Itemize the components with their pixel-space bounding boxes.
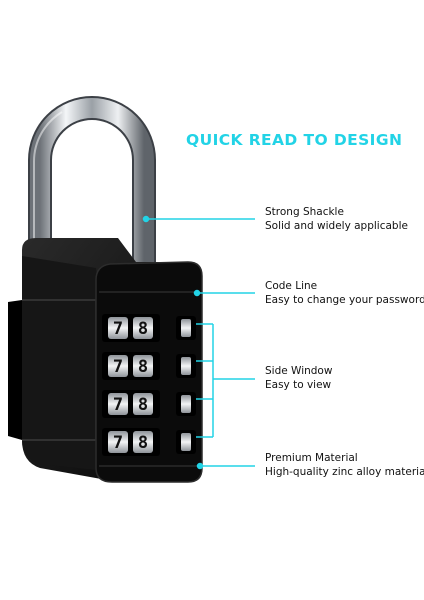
headline: QUICK READ TO DESIGN bbox=[186, 131, 403, 149]
feature-code-line: Code Line Easy to change your password bbox=[265, 279, 424, 307]
feature-subtitle: Solid and widely applicable bbox=[265, 220, 408, 232]
callout-lines bbox=[142, 215, 255, 470]
feature-premium-material: Premium Material High-quality zinc alloy… bbox=[265, 451, 424, 479]
dial-3-left-digit: 7 bbox=[113, 395, 123, 415]
dial-2-left-digit: 7 bbox=[113, 357, 123, 377]
feature-title: Premium Material bbox=[265, 452, 358, 464]
feature-title: Side Window bbox=[265, 365, 333, 377]
dial-2-right-digit: 8 bbox=[138, 357, 148, 377]
dial-windows bbox=[102, 314, 196, 456]
dial-1-left-digit: 7 bbox=[113, 319, 123, 339]
feature-subtitle: Easy to view bbox=[265, 379, 332, 391]
feature-strong-shackle: Strong Shackle Solid and widely applicab… bbox=[265, 205, 408, 233]
dial-4-right-digit: 8 bbox=[138, 433, 148, 453]
feature-title: Strong Shackle bbox=[265, 206, 344, 218]
dial-3-right-digit: 8 bbox=[138, 395, 148, 415]
feature-title: Code Line bbox=[265, 280, 318, 292]
feature-subtitle: High-quality zinc alloy material bbox=[265, 466, 424, 478]
dial-1-right-digit: 8 bbox=[138, 319, 148, 339]
feature-subtitle: Easy to change your password bbox=[265, 294, 424, 306]
shackle bbox=[28, 96, 156, 265]
side-window bbox=[176, 316, 196, 454]
dial-4-left-digit: 7 bbox=[113, 433, 123, 453]
feature-side-window: Side Window Easy to view bbox=[265, 364, 332, 392]
